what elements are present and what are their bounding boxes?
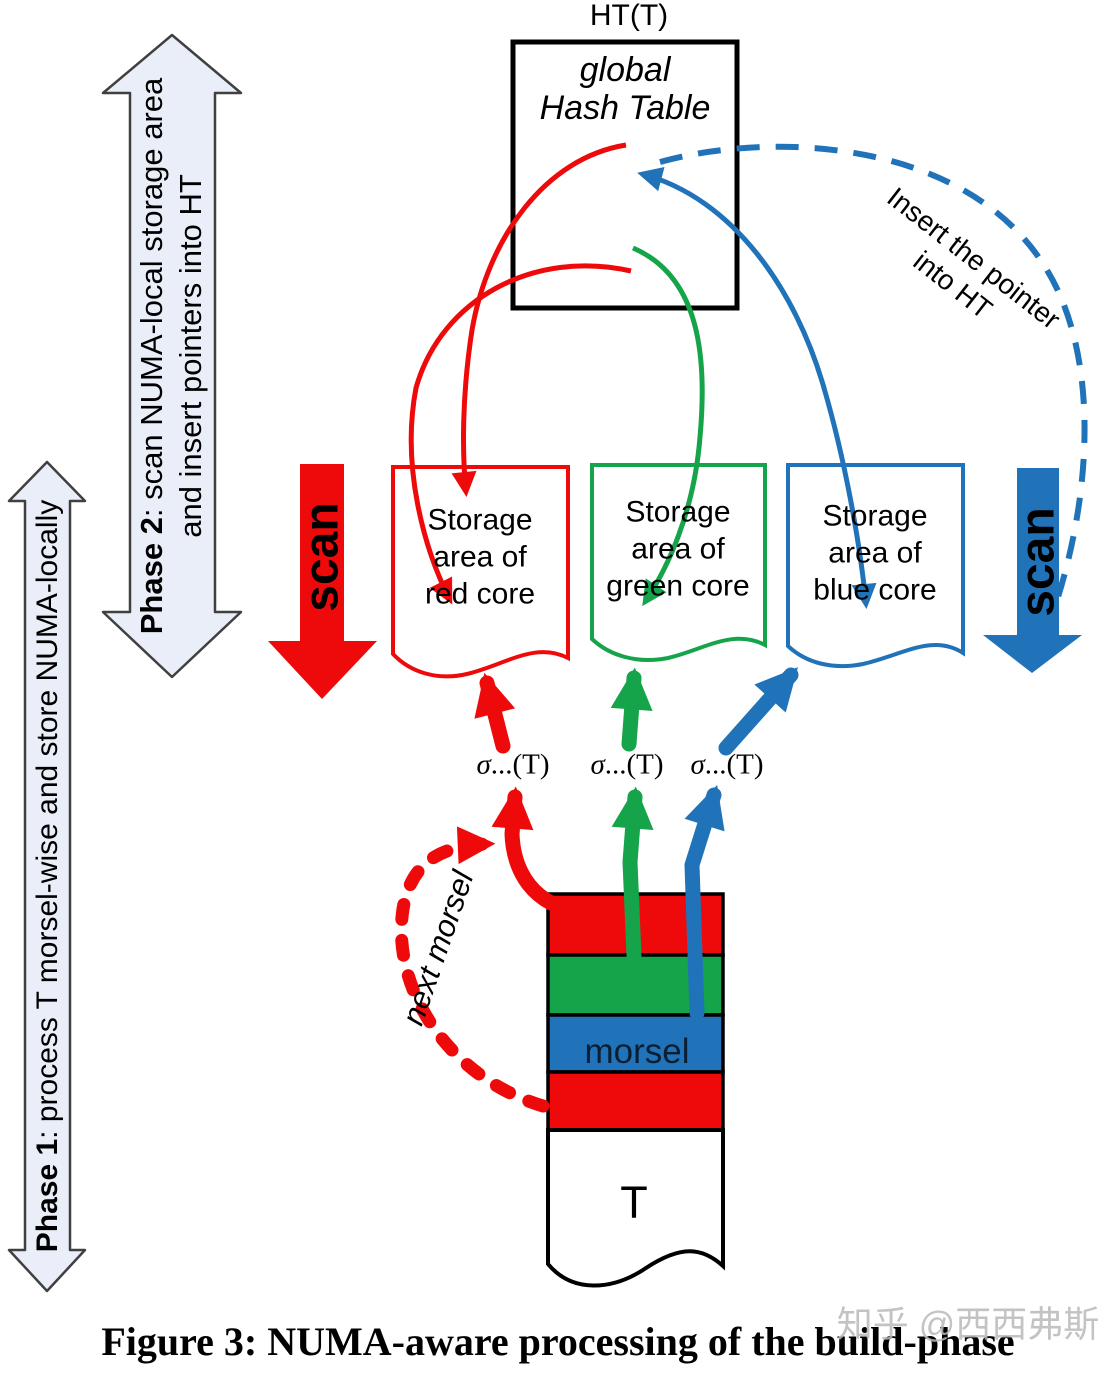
- morsel-arrow-blue-lower: [684, 784, 725, 1021]
- scan-label-left: scan: [295, 502, 349, 612]
- morsel-arrow-red-lower: [491, 786, 559, 911]
- hash-table-title-line2: Hash Table: [539, 89, 711, 127]
- hash-table-title-line1: global: [579, 51, 671, 89]
- phase2-label: Phase 2: scan NUMA-local storage area an…: [132, 78, 210, 635]
- scan-arrow-blue: [983, 468, 1082, 673]
- storage-label-red: Storage area of red core: [424, 503, 536, 611]
- watermark: 知乎 @西西弗斯: [836, 1303, 1100, 1345]
- next-morsel-dashed-arrow: [395, 826, 550, 1113]
- phase1-label: Phase 1: process T morsel-wise and store…: [30, 499, 64, 1253]
- table-t-label: T: [620, 1177, 648, 1229]
- storage-box-red: [391, 465, 570, 679]
- sigma-label-green: σ...(T): [590, 748, 664, 781]
- figure-caption: Figure 3: NUMA-aware processing of the b…: [101, 1319, 1015, 1364]
- table-t-box: [546, 1128, 725, 1288]
- sigma-label-red: σ...(T): [476, 748, 550, 781]
- pointer-curve-blue-solid: [637, 167, 877, 609]
- morsel-band-red-bottom: [546, 1070, 725, 1132]
- pointer-curve-red-1: [451, 142, 627, 497]
- phase1-double-arrow: [7, 460, 87, 1293]
- storage-label-green: Storage area of green core: [606, 495, 750, 603]
- hash-table-title: global Hash Table: [540, 51, 711, 127]
- morsel-label: morsel: [584, 1031, 690, 1071]
- morsel-arrow-red-upper: [474, 672, 516, 754]
- morsel-arrow-green-upper: [610, 667, 653, 752]
- ht-label: HT(T): [589, 0, 669, 32]
- storage-label-blue: Storage area of blue core: [813, 499, 937, 607]
- phase2-double-arrow: [101, 33, 243, 679]
- morsel-arrow-blue-upper: [718, 667, 799, 756]
- sigma-label-blue: σ...(T): [690, 748, 764, 781]
- scan-arrow-red: [268, 464, 377, 699]
- insert-pointer-dashed-curve: [659, 143, 1088, 598]
- scan-label-right: scan: [1011, 507, 1065, 617]
- morsel-band-blue: [546, 1013, 725, 1074]
- phase2-line1: Phase 2: scan NUMA-local storage area: [134, 77, 169, 635]
- phase2-line2: and insert pointers into HT: [173, 174, 208, 538]
- pointer-curve-red-2: [408, 263, 632, 605]
- morsel-arrow-green-lower: [611, 786, 654, 964]
